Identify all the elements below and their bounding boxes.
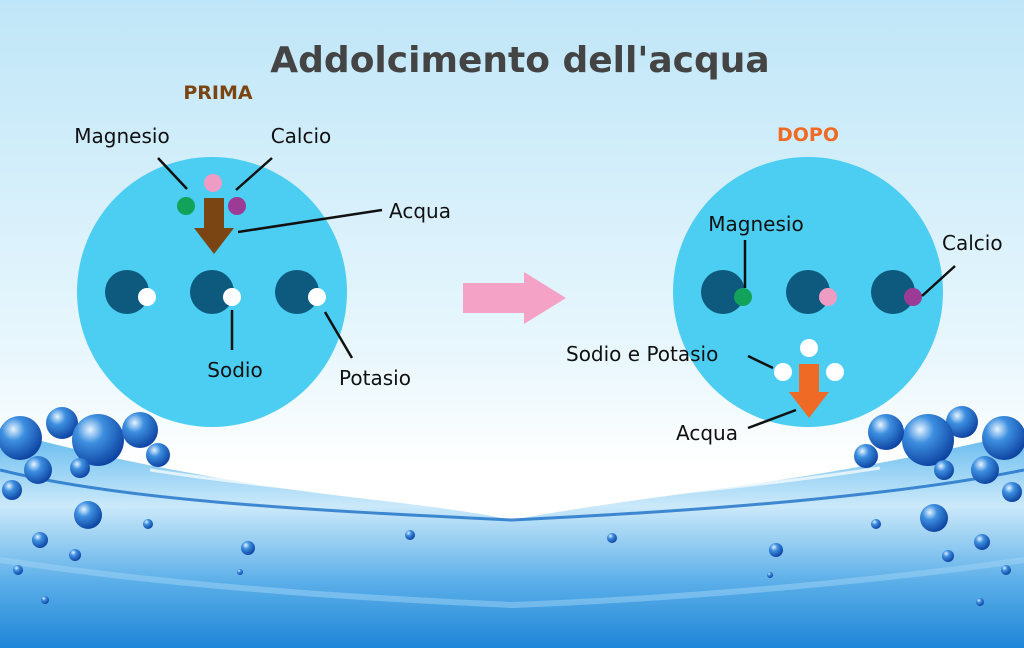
before-potassium-leader: [323, 311, 354, 359]
after-released-ion: [800, 339, 818, 357]
after-heading: DOPO: [777, 124, 839, 146]
before-magnesium-label: Magnesio: [74, 124, 169, 148]
before-pink-ion: [204, 174, 222, 192]
before-magnesium-ion: [177, 197, 195, 215]
before-exchange-site: [105, 270, 156, 314]
after-sodium-potassium-label: Sodio e Potasio: [566, 342, 718, 366]
before-panel: PRIMA Magnesio Calci: [74, 82, 451, 427]
after-water-leader: [747, 408, 797, 430]
after-calcium-label: Calcio: [942, 231, 1003, 255]
after-magnesium-label: Magnesio: [708, 212, 803, 236]
after-exchange-site-calcium: [871, 270, 922, 314]
diagram-title: Addolcimento dell'acqua: [270, 40, 769, 81]
before-calcium-label: Calcio: [271, 124, 332, 148]
after-released-ion: [774, 363, 792, 381]
after-panel: DOPO Magnesio Calcio: [566, 124, 1003, 445]
before-magnesium-leader: [157, 157, 188, 190]
after-exchange-site-magnesium: [701, 270, 752, 314]
before-potassium-label: Potasio: [339, 366, 411, 390]
before-water-flow-arrow: [194, 198, 234, 254]
before-water-leader: [237, 208, 383, 234]
water-bubbles: [0, 406, 1024, 606]
before-exchange-site: [190, 270, 241, 314]
before-exchange-site: [275, 270, 326, 314]
before-calcium-leader: [235, 157, 273, 191]
after-released-ion: [826, 363, 844, 381]
after-sodium-potassium-leader: [747, 354, 774, 370]
after-calcium-leader: [921, 265, 956, 297]
before-sodium-label: Sodio: [207, 358, 262, 382]
before-water-label: Acqua: [389, 199, 451, 223]
after-water-label: Acqua: [676, 421, 738, 445]
before-calcium-ion: [228, 197, 246, 215]
before-heading: PRIMA: [183, 82, 253, 104]
water-surface: [0, 430, 1024, 648]
after-water-flow-arrow: [789, 364, 829, 418]
after-exchange-site-pink: [786, 270, 837, 314]
transition-arrow: [463, 272, 566, 324]
